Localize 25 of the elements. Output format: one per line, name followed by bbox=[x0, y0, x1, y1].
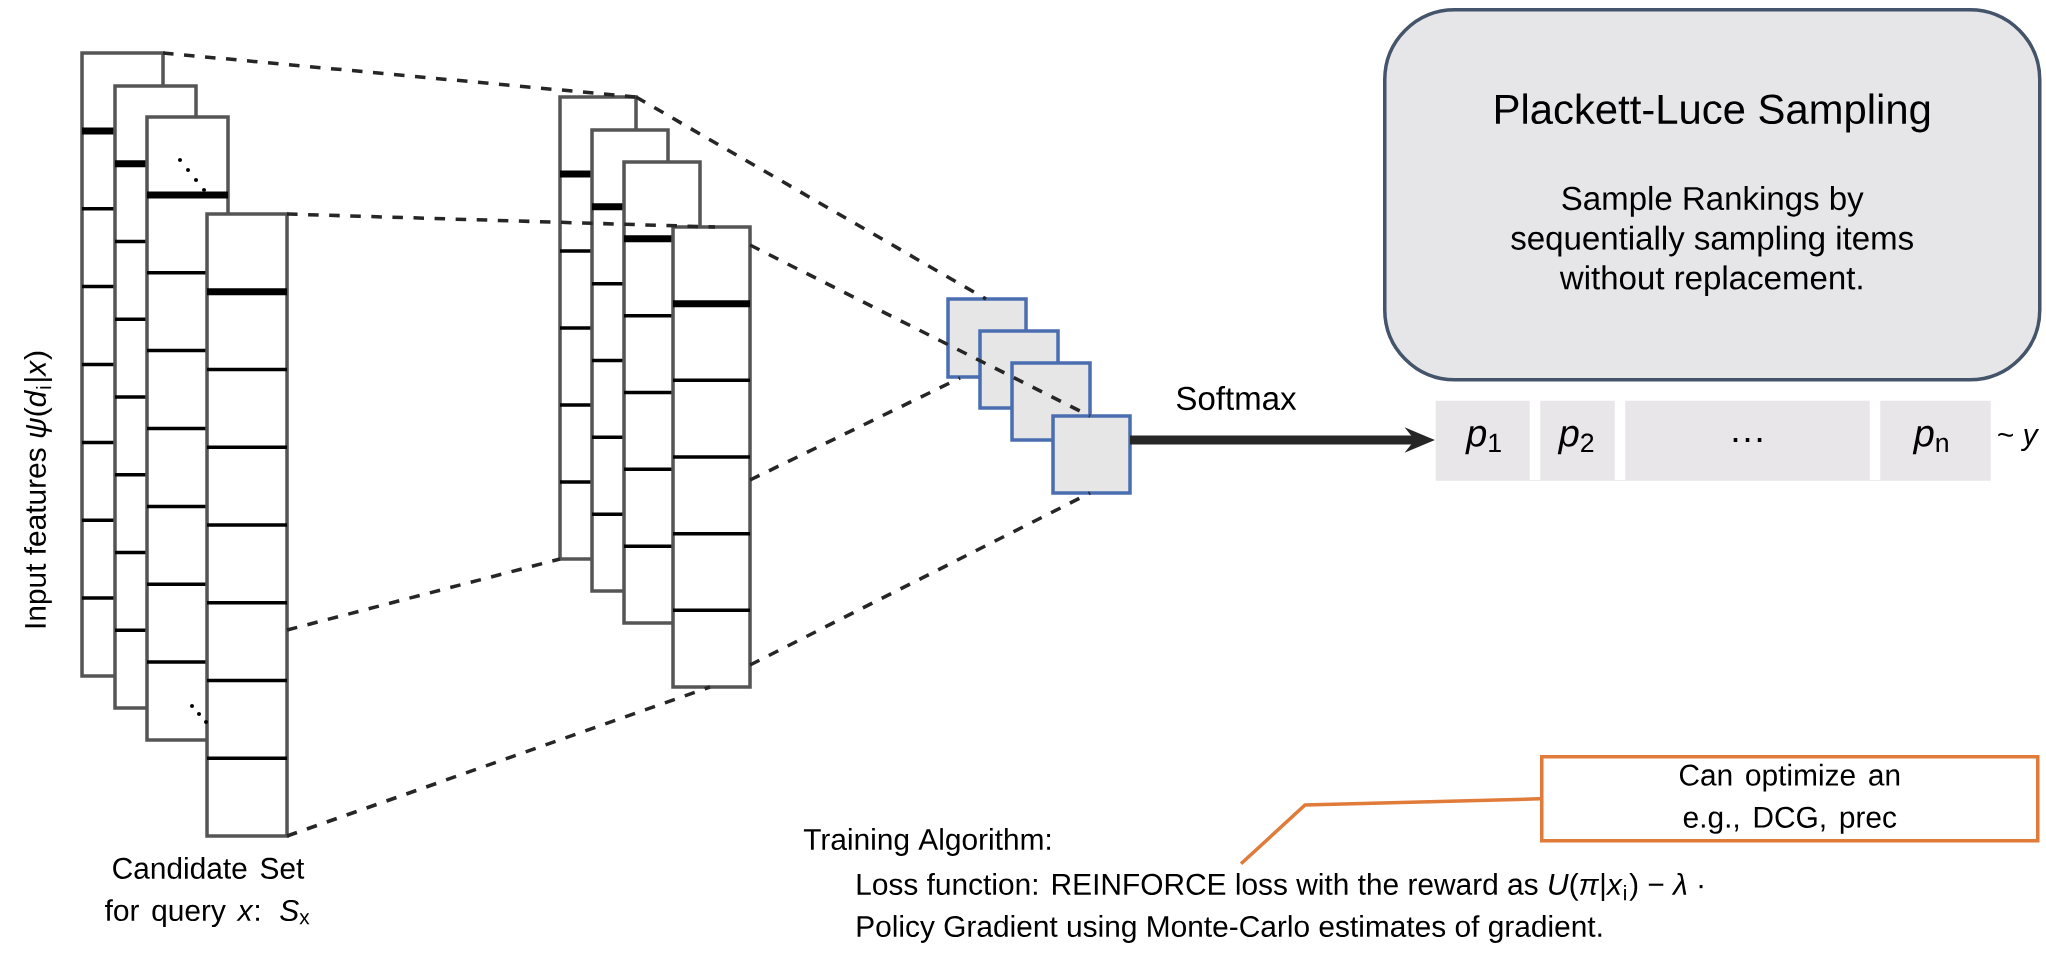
probability-label: p$_{n}$ bbox=[1912, 425, 1948, 455]
hidden-layer-drawing bbox=[558, 95, 752, 689]
text-line: Loss function: REINFORCE loss with the reward as U(π|x$_{i}$) − λ · bbox=[857, 873, 1703, 901]
edge-label: Softmax bbox=[1171, 382, 1301, 414]
projection-line bbox=[749, 243, 1091, 418]
text-line: Training Algorithm: bbox=[803, 828, 1051, 856]
projection-line bbox=[749, 376, 961, 482]
probability-label: p$_{2}$ bbox=[1557, 425, 1594, 455]
probability-label: … bbox=[1733, 437, 1762, 443]
projection-line bbox=[749, 491, 1091, 667]
node-label: ~ y bbox=[1998, 429, 2040, 451]
probability-label: p$_{1}$ bbox=[1465, 425, 1501, 455]
rounded-box: Plackett-Luce Sampling Sample Rankings by sequentially sampling items without replacement. bbox=[1383, 8, 2042, 382]
node-label: Candidate Set for query x: S$_{x}$ bbox=[105, 857, 310, 927]
projection-line bbox=[162, 51, 637, 99]
text-line: Policy Gradient using Monte-Carlo estimates of gradient. bbox=[857, 915, 1602, 943]
axis-label: Input features ψ(d$_{i}$|x) bbox=[24, 351, 52, 628]
projection-line bbox=[286, 212, 716, 229]
callout-box: Can optimize an e.g., DCG, prec bbox=[1540, 755, 2040, 843]
leader-line bbox=[1239, 797, 1541, 866]
projection-line bbox=[286, 557, 561, 632]
input-layer-drawing bbox=[80, 51, 289, 838]
projection-line bbox=[635, 95, 987, 301]
output-layer-drawing bbox=[946, 297, 1132, 495]
projection-line bbox=[286, 685, 711, 838]
